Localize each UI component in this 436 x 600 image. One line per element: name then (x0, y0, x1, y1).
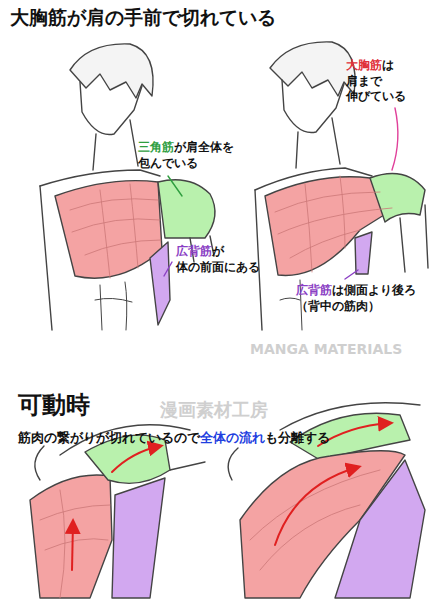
leader-line (164, 262, 172, 276)
text-line: 三角筋が肩全体を (138, 140, 234, 156)
deltoid (370, 174, 425, 222)
text-line: 漫画素材工房 (160, 398, 268, 421)
label-text: は側面より後ろ (332, 283, 416, 297)
watermark: MANGA MATERIALS (250, 340, 402, 358)
muscle-grid (70, 184, 161, 278)
latissimus (355, 232, 372, 274)
text-line: 広背筋が (176, 244, 260, 260)
latissimus (112, 478, 165, 598)
neck (93, 120, 138, 170)
flow-arrow (275, 467, 358, 545)
text-line: 大胸筋は (346, 58, 406, 74)
latissimus (150, 242, 170, 325)
label-text: は (382, 58, 394, 72)
text-line: 伸びている (346, 89, 406, 105)
label-text: が肩全体を (174, 140, 234, 154)
pectoral (30, 475, 112, 598)
label-text: MANGA MATERIALS (250, 341, 402, 357)
label-text: 大胸筋 (346, 58, 382, 72)
label-text: 肩まで (346, 74, 382, 88)
label-text: が (212, 244, 224, 258)
subtitle: 筋肉の繋がりが切れているので全体の流れも分離する (18, 430, 330, 447)
face (80, 82, 142, 135)
callout: 三角筋が肩全体を包んでいる (138, 140, 234, 171)
ear (35, 446, 44, 480)
label-text: （背中の筋肉） (296, 299, 380, 313)
neck (296, 118, 340, 168)
leader-line (392, 108, 398, 170)
label-text: 包んでいる (138, 156, 198, 170)
label-text: 筋肉の繋がりが切れているので (18, 430, 200, 445)
label-text: 広背筋 (176, 244, 212, 258)
label-text: 伸びている (346, 89, 406, 103)
text-line: MANGA MATERIALS (250, 340, 402, 358)
muscle-grid (40, 490, 110, 598)
callout: 広背筋が体の前面にある (176, 244, 260, 275)
muscle-grid (250, 470, 380, 570)
text-line: 筋肉の繋がりが切れているので全体の流れも分離する (18, 430, 330, 447)
text-line: 広背筋は側面より後ろ (296, 283, 416, 299)
flow-arrow (72, 522, 73, 570)
face (282, 80, 344, 133)
ear (228, 448, 238, 480)
label-text: 可動時 (18, 391, 90, 419)
deltoid (158, 180, 215, 238)
abs (95, 282, 132, 330)
label-text: 体の前面にある (176, 260, 260, 274)
flow-arrow (112, 446, 160, 472)
label-text: 三角筋 (138, 140, 174, 154)
label-text: 全体の流れ (200, 430, 265, 445)
label-text: 漫画素材工房 (160, 399, 268, 420)
text-line: 体の前面にある (176, 260, 260, 276)
callout: 大胸筋は肩まで伸びている (346, 58, 406, 105)
pectoral (55, 181, 162, 279)
title: 大胸筋が肩の手前で切れている (10, 5, 276, 31)
leader-line (345, 270, 358, 279)
arm (400, 205, 428, 272)
section-heading: 可動時 (18, 390, 90, 421)
torso-side (40, 186, 52, 330)
text-line: 可動時 (18, 390, 90, 421)
muscle-grid (275, 176, 392, 272)
text-line: （背中の筋肉） (296, 299, 416, 315)
callout: 広背筋は側面より後ろ（背中の筋肉） (296, 283, 416, 314)
watermark: 漫画素材工房 (160, 398, 268, 421)
latissimus (335, 460, 425, 598)
text-line: 包んでいる (138, 156, 234, 172)
label-text: 広背筋 (296, 283, 332, 297)
text-line: 肩まで (346, 74, 406, 90)
leader-line (168, 176, 182, 196)
label-text: も分離する (265, 430, 330, 445)
